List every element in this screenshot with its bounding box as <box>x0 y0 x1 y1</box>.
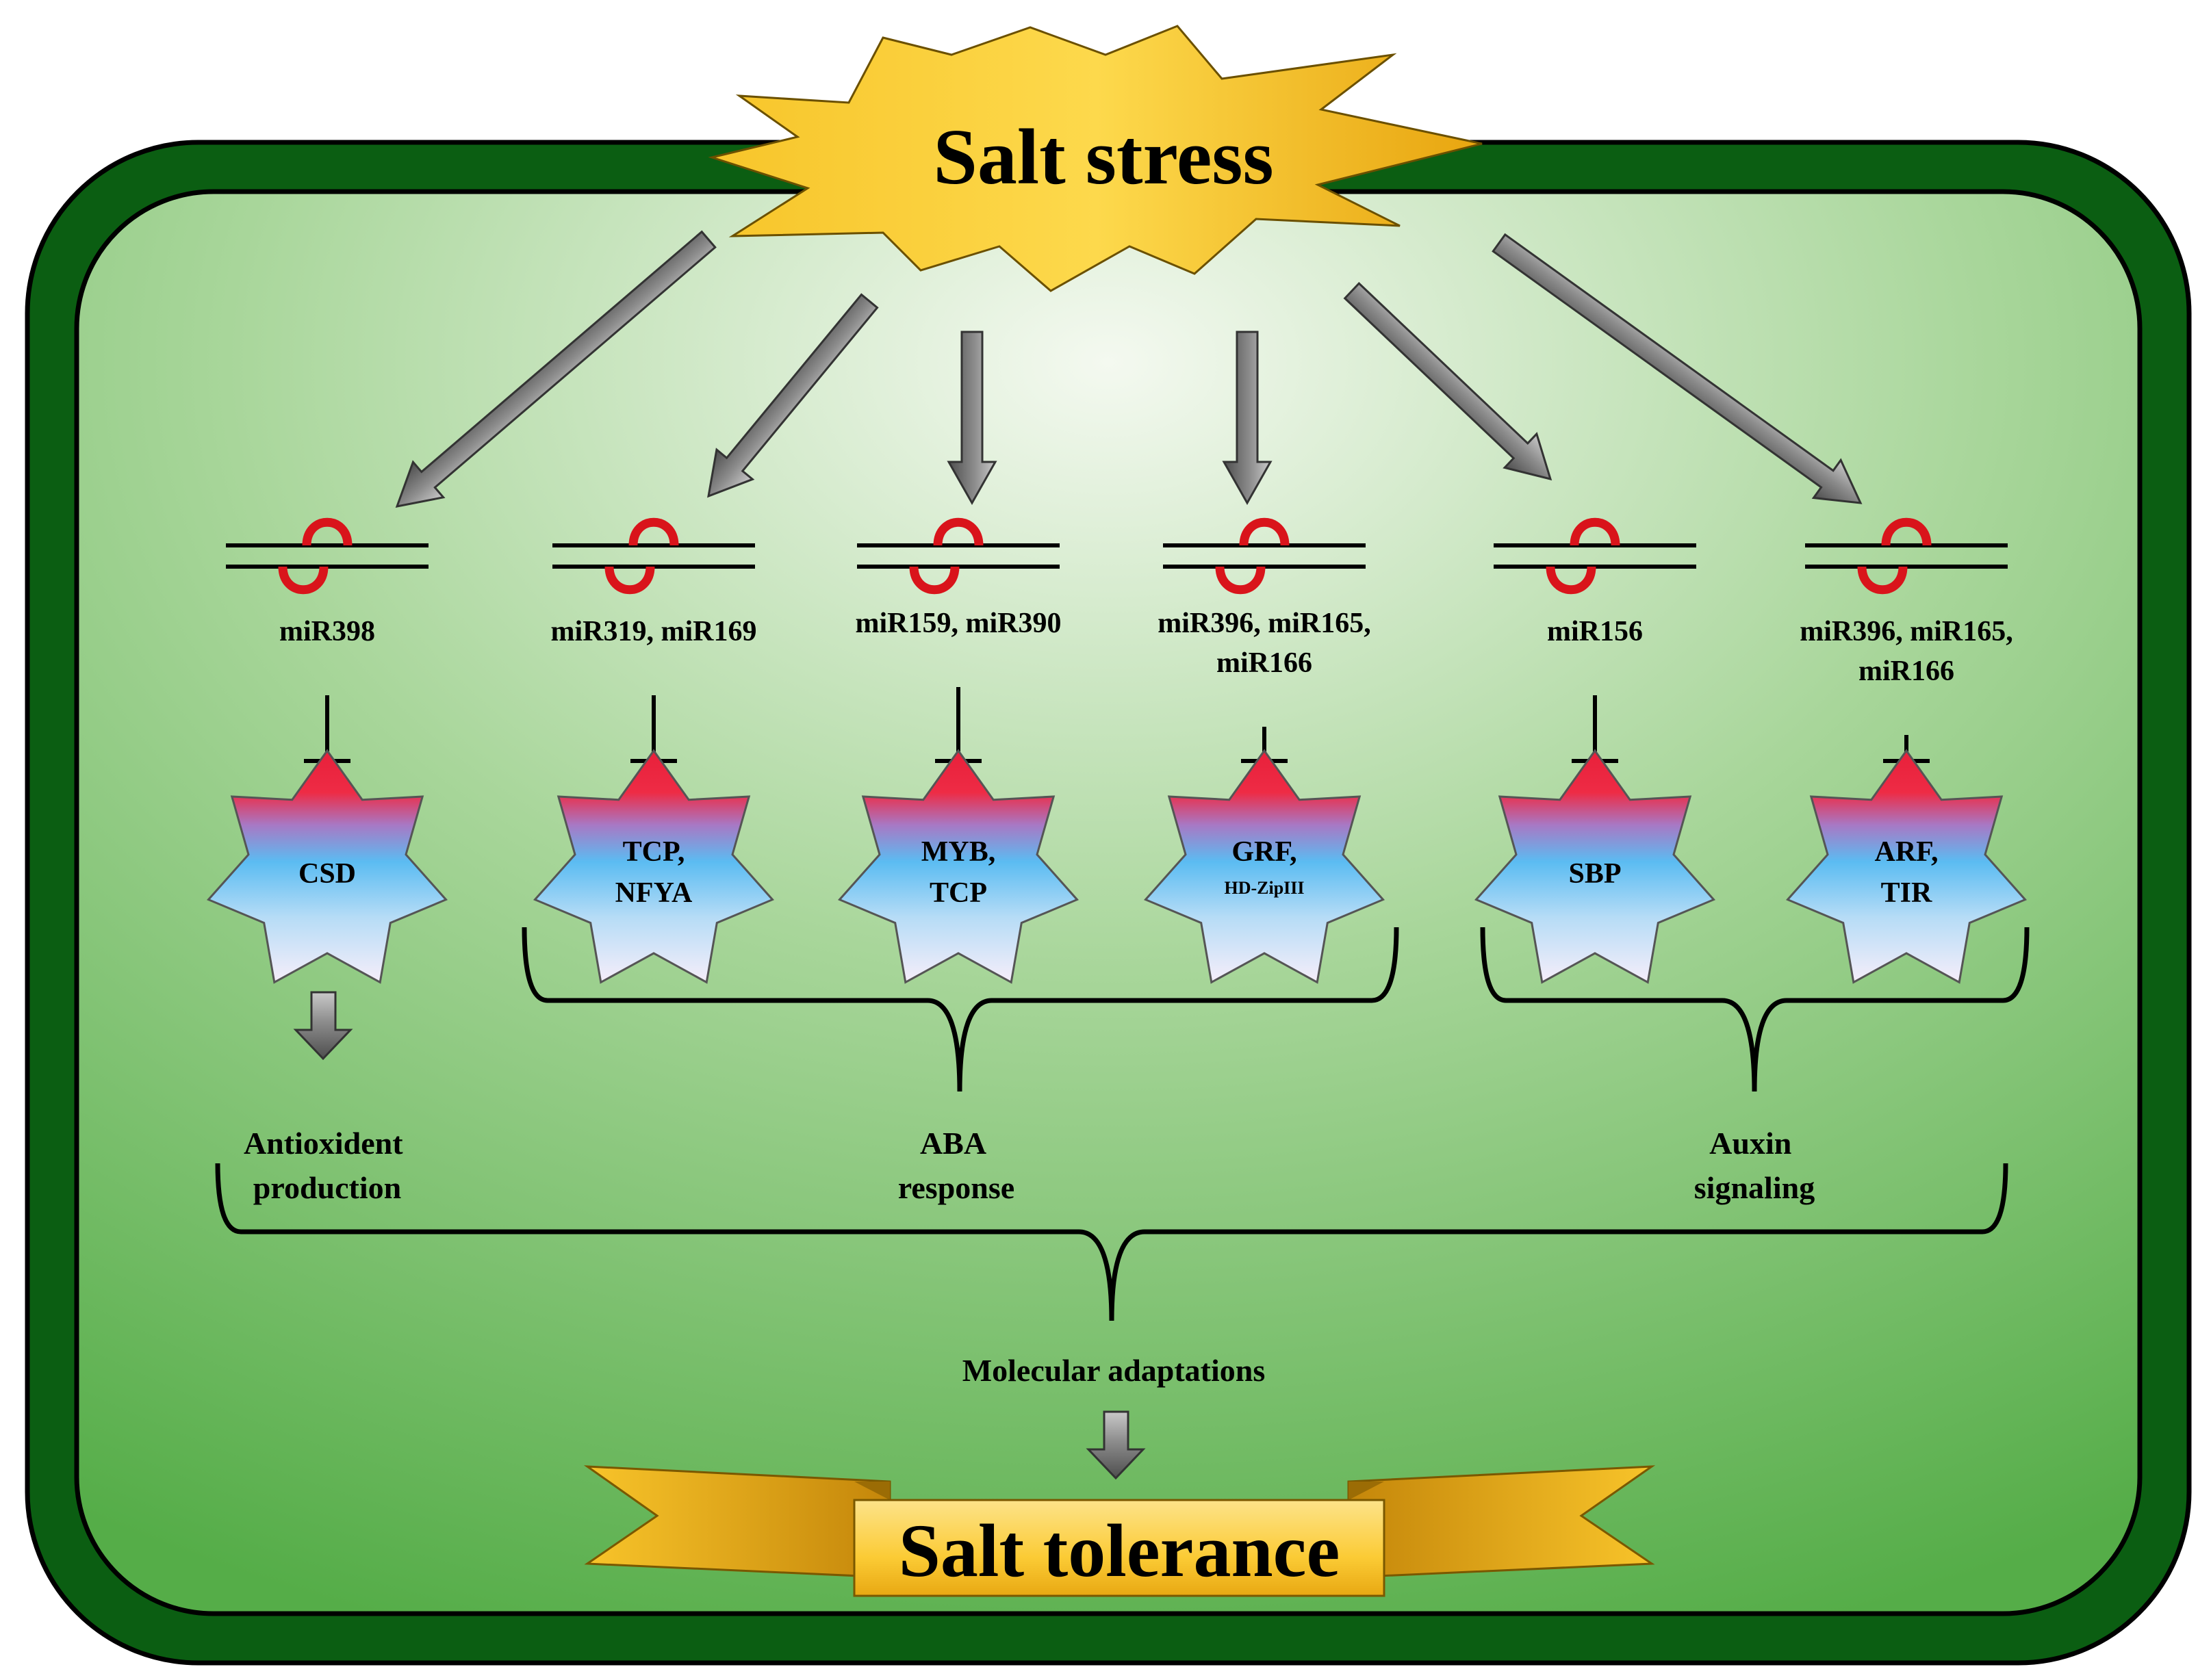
salt-tolerance-title: Salt tolerance <box>899 1509 1340 1592</box>
mirna-duplex-icon <box>857 517 1060 595</box>
mirna-label: miR398 <box>279 616 375 647</box>
mirna-label: miR159, miR390 <box>856 608 1062 639</box>
mirna-duplex-icon <box>552 517 755 595</box>
mirna-duplex-icon <box>226 517 429 595</box>
mirna-label: miR319, miR169 <box>551 616 757 647</box>
arrow-adaptations-to-tolerance <box>1086 1410 1146 1480</box>
response-antioxidant: Antioxident production <box>244 1126 411 1205</box>
arrow-csd-to-antioxidant <box>293 991 353 1061</box>
target-star-shape <box>1785 749 2028 984</box>
bracket-auxin <box>1480 927 2030 1092</box>
stress-arrows <box>395 230 1863 508</box>
target-star-shape <box>206 749 448 984</box>
mirna-duplex-icon <box>1494 517 1696 595</box>
mirna-duplex-icon <box>1805 517 2008 595</box>
target-star-shape <box>1143 749 1385 984</box>
stress-arrow-1 <box>395 230 717 508</box>
target-star-shape <box>837 749 1079 984</box>
salt-tolerance-ribbon <box>583 1465 1656 1597</box>
stress-arrow-2 <box>707 293 879 498</box>
target-label: SBP <box>1568 858 1621 890</box>
salt-stress-burst <box>708 25 1483 292</box>
target-star-shape <box>1474 749 1716 984</box>
mirna-label: miR396, miR165,miR166 <box>1158 608 1370 679</box>
mirna-duplex-icon <box>1163 517 1366 595</box>
stress-arrow-6 <box>1492 233 1863 504</box>
stress-arrow-4 <box>1222 331 1273 506</box>
stress-arrow-5 <box>1343 281 1552 481</box>
response-aba: ABA response <box>898 1126 1014 1205</box>
stress-arrow-3 <box>947 331 997 506</box>
target-star-shape <box>533 749 775 984</box>
target-label: MYB,TCP <box>921 836 996 909</box>
target-label: TCP,NFYA <box>615 836 693 909</box>
target-label: CSD <box>298 858 356 890</box>
bracket-adaptations <box>215 1163 2008 1321</box>
target-label: GRF,HD-ZipIII <box>1224 836 1304 898</box>
salt-stress-title: Salt stress <box>933 114 1273 201</box>
response-auxin: Auxin signaling <box>1694 1126 1815 1205</box>
mirna-label: miR156 <box>1547 616 1643 647</box>
molecular-adaptations-label: Molecular adaptations <box>962 1353 1266 1388</box>
mirna-label: miR396, miR165,miR166 <box>1800 616 2012 687</box>
target-label: ARF,TIR <box>1875 836 1939 909</box>
bracket-aba <box>522 927 1399 1092</box>
